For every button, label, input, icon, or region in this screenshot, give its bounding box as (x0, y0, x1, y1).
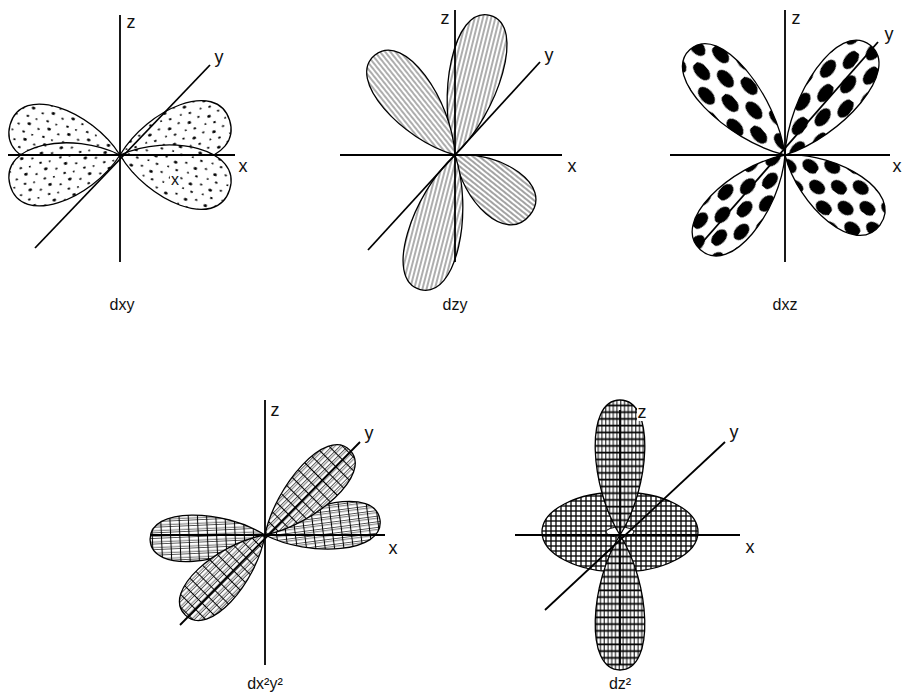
axis-label: x (170, 172, 180, 188)
axis-label: x (892, 157, 903, 175)
orbital-name: dxz (772, 297, 799, 313)
orbital-name: dxy (109, 297, 136, 313)
axis-label: x (238, 157, 249, 175)
axis-label: y (729, 423, 740, 441)
axis-label: y (544, 46, 555, 64)
dxz-orbital (669, 10, 897, 268)
orbital-name: dz² (608, 676, 632, 692)
axis-label: z (791, 9, 802, 27)
axis-label: y (364, 424, 375, 442)
orbital-name: dx²y² (246, 676, 284, 692)
axis-label: z (270, 401, 281, 419)
axis-label: x (745, 538, 756, 556)
axis-label: y (214, 48, 225, 66)
dxy-orbital (2, 15, 238, 262)
axis-label: x (388, 539, 399, 557)
axis-label: x (567, 157, 578, 175)
dx2y2-orbital (149, 400, 385, 665)
dz2-orbital (515, 400, 740, 670)
axis-label: z (637, 403, 648, 421)
axis-label: y (884, 25, 895, 43)
orbital-name: dzy (442, 297, 469, 313)
dzy-orbital (340, 9, 562, 296)
axis-label: z (126, 13, 137, 31)
axis-label: z (440, 9, 451, 27)
